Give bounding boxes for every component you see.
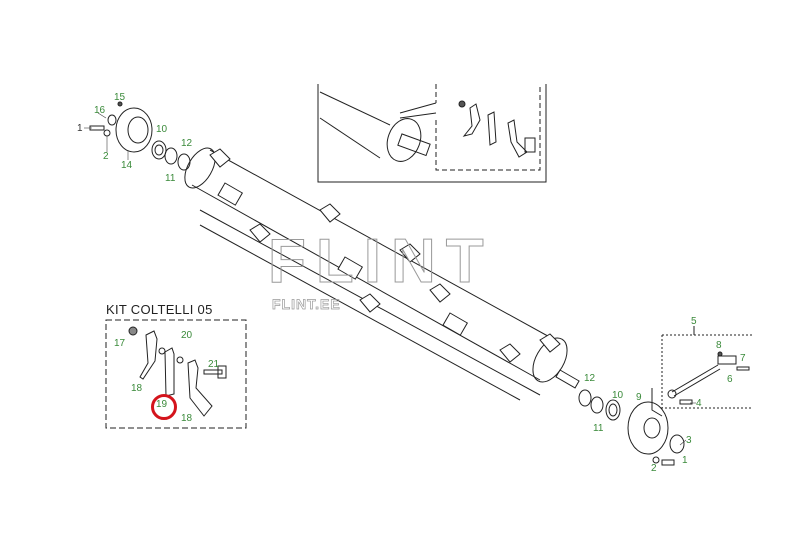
- part-label-11[interactable]: 11: [165, 173, 176, 184]
- kit-title: KIT COLTELLI 05: [106, 302, 213, 317]
- part-label-1[interactable]: 1: [77, 123, 83, 134]
- part-label-16[interactable]: 16: [94, 105, 106, 116]
- part-label-5[interactable]: 5: [691, 316, 697, 327]
- part-label-3[interactable]: 3: [686, 435, 692, 446]
- right-bearing-assembly: [578, 389, 685, 466]
- part-label-14[interactable]: 14: [121, 160, 133, 171]
- part-label-18-lower[interactable]: 18: [181, 413, 193, 424]
- part-label-1-right[interactable]: 1: [682, 455, 688, 466]
- part-label-17[interactable]: 17: [114, 338, 126, 349]
- part-label-21[interactable]: 21: [208, 359, 220, 370]
- part-label-6[interactable]: 6: [727, 374, 733, 385]
- part-label-4[interactable]: 4: [696, 398, 702, 409]
- watermark-logo: FLINT: [268, 227, 494, 297]
- part-label-20[interactable]: 20: [181, 330, 193, 341]
- part-label-19[interactable]: 19: [156, 399, 168, 410]
- part-label-2-right[interactable]: 2: [651, 463, 657, 474]
- linkage-assembly: [651, 326, 752, 417]
- highlight-circle: [151, 394, 177, 420]
- kit-coltelli-box: [105, 319, 247, 429]
- part-label-18[interactable]: 18: [131, 383, 143, 394]
- watermark-url: FLINT.EE: [272, 296, 341, 313]
- part-label-2[interactable]: 2: [103, 151, 109, 162]
- part-label-11-right[interactable]: 11: [593, 423, 604, 434]
- part-label-12[interactable]: 12: [181, 138, 193, 149]
- part-label-9[interactable]: 9: [636, 392, 642, 403]
- part-label-10-right[interactable]: 10: [612, 390, 624, 401]
- part-label-7[interactable]: 7: [740, 353, 746, 364]
- part-label-12-right[interactable]: 12: [584, 373, 596, 384]
- part-label-15[interactable]: 15: [114, 92, 126, 103]
- rotor-shaft: [184, 147, 580, 401]
- part-label-8[interactable]: 8: [716, 340, 722, 351]
- part-label-10[interactable]: 10: [156, 124, 168, 135]
- detail-inset-box: [317, 84, 547, 183]
